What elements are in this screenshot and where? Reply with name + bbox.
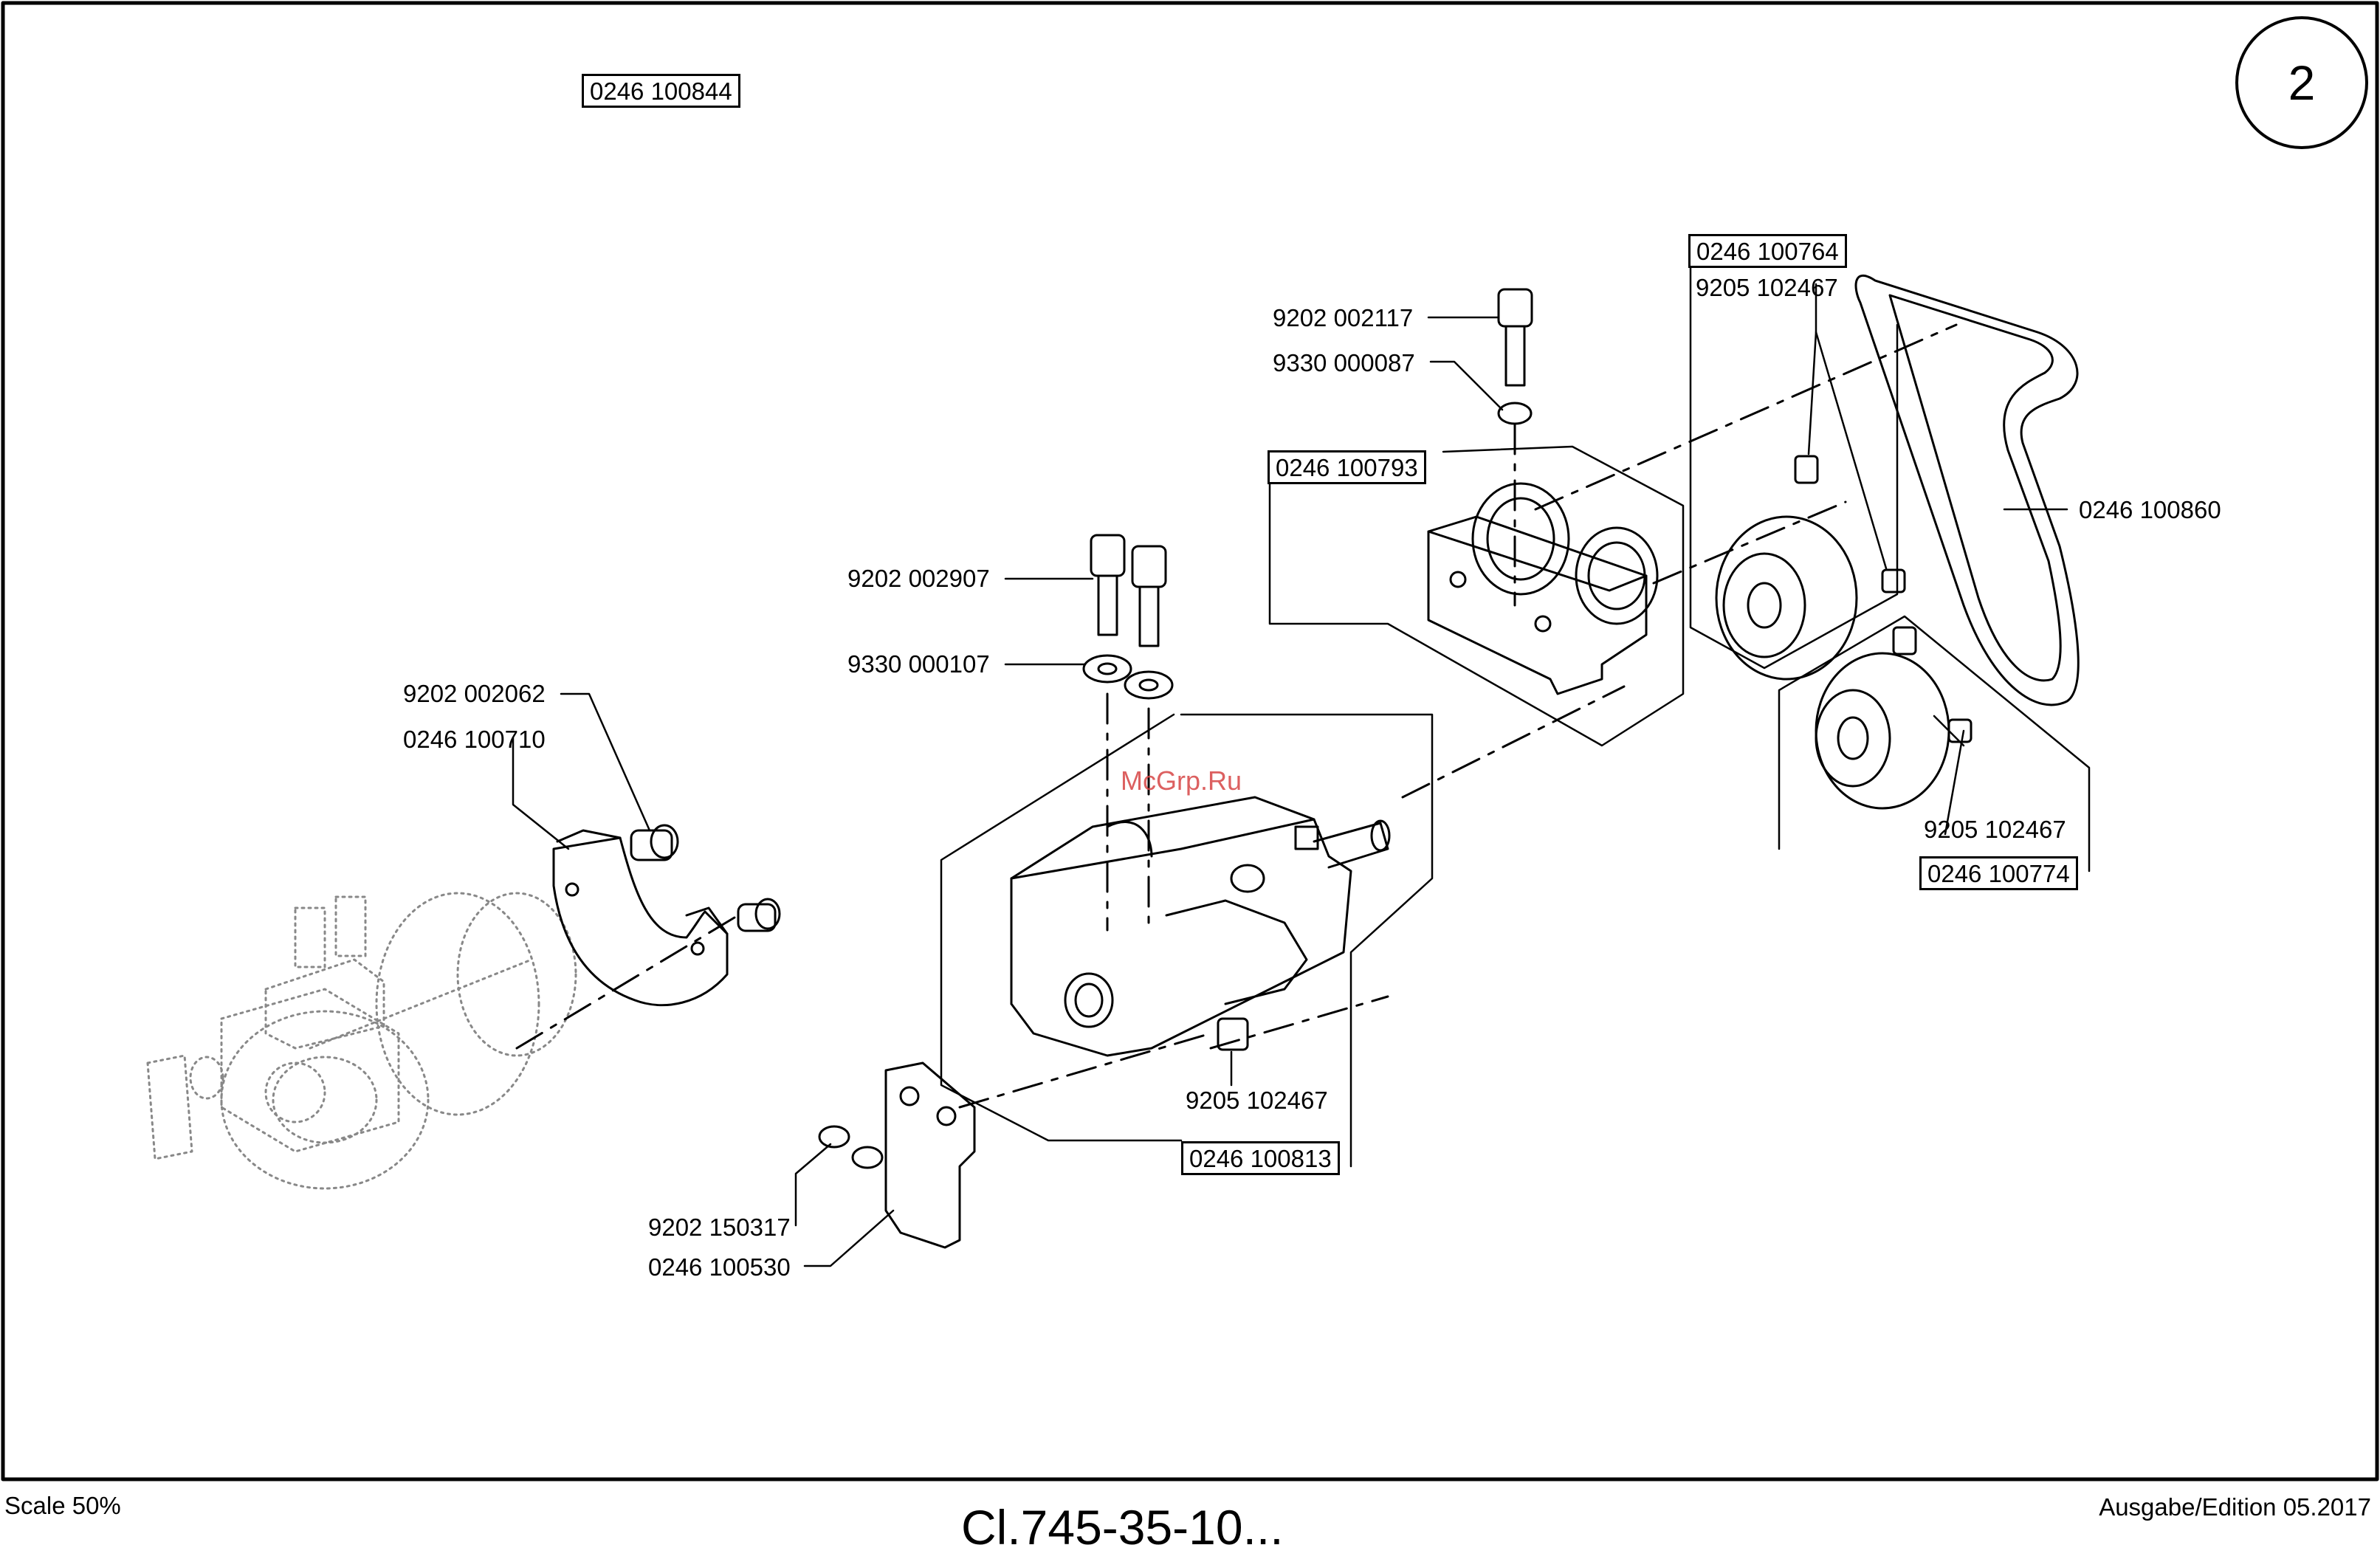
callout-0246-100764: 0246 100764 — [1688, 234, 1847, 268]
footer-title: Cl.745-35-10... — [961, 1503, 1284, 1552]
housing-0246-100813 — [1011, 797, 1389, 1056]
callout-9205-102467-bottom: 9205 102467 — [1186, 1088, 1328, 1112]
footer-edition: Ausgabe/Edition 05.2017 — [2099, 1495, 2371, 1519]
assembly-label: 0246 100844 — [582, 74, 740, 108]
callout-0246-100793: 0246 100793 — [1268, 450, 1426, 484]
watermark-text: McGrp.Ru — [1121, 768, 1242, 794]
footer-scale: Scale 50% — [4, 1493, 121, 1518]
callout-0246-100710: 0246 100710 — [403, 727, 546, 751]
callout-0246-100813: 0246 100813 — [1181, 1141, 1340, 1175]
reference-spindle-assembly — [148, 893, 576, 1188]
callout-0246-100774: 0246 100774 — [1919, 856, 2078, 890]
toothed-pulley-top — [1716, 456, 1905, 679]
callout-0246-100530: 0246 100530 — [648, 1255, 791, 1279]
callout-9330-000087: 9330 000087 — [1273, 351, 1415, 375]
drawing-border — [3, 3, 2377, 1479]
callout-9202-002907: 9202 002907 — [847, 566, 990, 591]
callout-9202-002062: 9202 002062 — [403, 681, 546, 706]
callout-9202-002117: 9202 002117 — [1273, 306, 1413, 330]
timing-belt-0246-100860 — [1856, 275, 2078, 705]
callout-0246-100860: 0246 100860 — [2079, 498, 2221, 522]
sheet-number-circle: 2 — [2235, 16, 2368, 149]
pulley-unit-0246-100793 — [1403, 289, 1956, 797]
screws-9202-002907 — [1084, 535, 1172, 930]
callout-9205-102467-right: 9205 102467 — [1924, 817, 2066, 842]
callout-9205-102467-top: 9205 102467 — [1696, 275, 1838, 300]
callout-9202-150317: 9202 150317 — [648, 1215, 791, 1239]
sheet-number: 2 — [2288, 55, 2316, 111]
clamp-ring-0246-100710 — [517, 825, 780, 1048]
callout-9330-000107: 9330 000107 — [847, 652, 990, 676]
